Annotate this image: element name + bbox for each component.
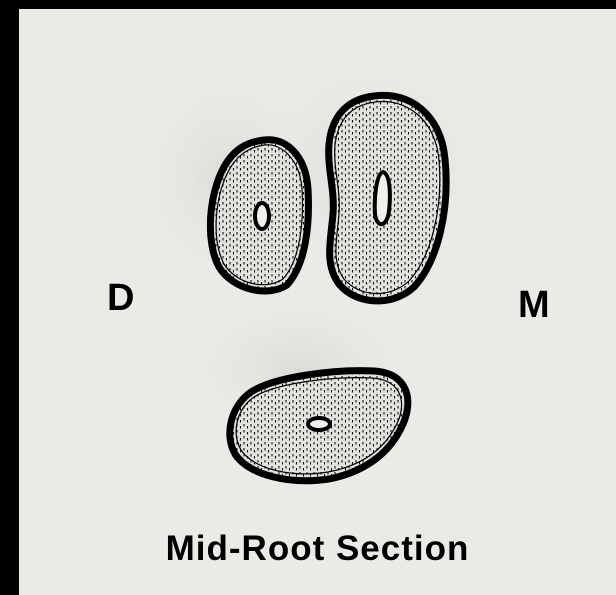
mesiobuccal-root-section (329, 95, 446, 301)
illustration-paper: D M Mid-Root Section (19, 9, 616, 595)
distal-label: D (107, 279, 134, 317)
pulp-canal (255, 203, 269, 229)
figure-caption: Mid-Root Section (19, 529, 616, 569)
distobuccal-root-section (210, 140, 308, 291)
mesial-label: M (518, 286, 550, 324)
pulp-canal (308, 418, 330, 430)
palatal-root-section (230, 371, 408, 481)
pulp-canal (375, 172, 390, 224)
